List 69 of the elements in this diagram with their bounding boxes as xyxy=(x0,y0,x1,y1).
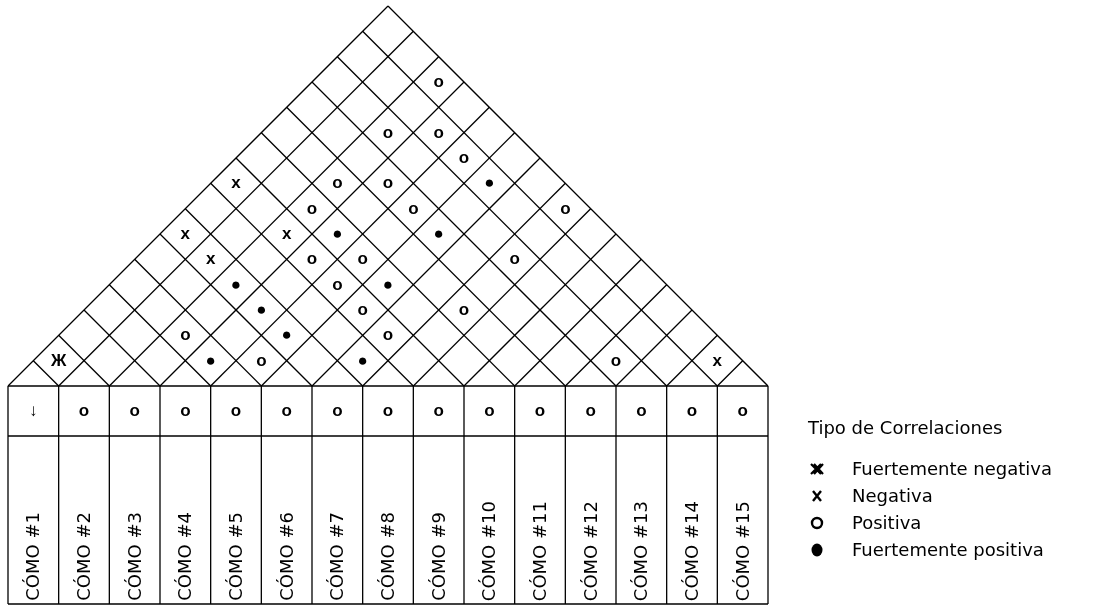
column-mark: o xyxy=(180,402,191,420)
column-mark: o xyxy=(281,402,292,420)
column-mark: o xyxy=(230,402,242,420)
correlation-symbol: x xyxy=(180,225,191,243)
legend-label: Fuertemente negativa xyxy=(852,458,1052,480)
column-header: CÓMO #6 xyxy=(275,512,298,601)
column-mark: o xyxy=(737,402,748,420)
column-header: CÓMO #8 xyxy=(377,512,399,601)
column-header: CÓMO #5 xyxy=(225,512,247,601)
correlation-symbol: o xyxy=(560,199,571,218)
correlation-symbol: ● xyxy=(357,351,368,370)
correlation-symbol: o xyxy=(256,351,267,370)
correlation-symbol: o xyxy=(306,199,318,218)
column-mark: o xyxy=(686,402,698,420)
column-header: CÓMO #1 xyxy=(22,512,45,601)
column-header: CÓMO #12 xyxy=(579,500,602,601)
column-header: CÓMO #15 xyxy=(731,500,754,601)
column-mark: o xyxy=(382,402,394,420)
correlation-symbol: x xyxy=(712,351,723,370)
column-mark: o xyxy=(433,402,444,420)
column-header: CÓMO #10 xyxy=(478,500,501,601)
column-mark: o xyxy=(78,402,90,420)
correlation-symbol: ● xyxy=(281,326,292,345)
correlation-symbol: ● xyxy=(205,351,216,370)
column-header: CÓMO #4 xyxy=(174,512,197,601)
correlation-symbol: Ж xyxy=(50,351,67,370)
column-header: CÓMO #9 xyxy=(427,512,450,601)
correlation-symbol: ● xyxy=(332,225,343,243)
column-header: CÓMO #11 xyxy=(529,500,551,601)
legend-label: Fuertemente positiva xyxy=(852,539,1044,561)
correlation-symbol: o xyxy=(382,174,394,193)
correlation-symbol: x xyxy=(205,250,216,269)
correlation-symbol: x xyxy=(231,174,241,193)
correlation-symbol: o xyxy=(458,301,470,319)
correlation-symbol: o xyxy=(332,174,343,193)
correlation-symbol: o xyxy=(382,123,394,142)
column-mark: o xyxy=(129,402,140,420)
correlation-symbol: x xyxy=(281,225,292,243)
legend-label: Negativa xyxy=(852,485,933,507)
correlation-symbol: o xyxy=(180,326,191,345)
correlation-symbol: o xyxy=(433,73,444,91)
correlation-symbol: o xyxy=(357,250,368,269)
column-mark: o xyxy=(332,402,343,420)
column-header: CÓMO #13 xyxy=(630,500,653,601)
column-header: CÓMO #14 xyxy=(681,500,703,601)
correlation-symbol: o xyxy=(458,149,470,167)
correlation-symbol: o xyxy=(509,250,520,269)
correlation-symbol: ● xyxy=(256,301,267,319)
correlation-symbol: ● xyxy=(484,174,495,193)
column-header: CÓMO #7 xyxy=(326,512,349,601)
correlation-symbol: ● xyxy=(382,275,394,294)
column-header: CÓMO #3 xyxy=(123,512,146,601)
correlation-symbol: o xyxy=(382,326,394,345)
correlation-symbol: o xyxy=(332,275,343,294)
correlation-symbol: o xyxy=(433,123,444,142)
column-mark: o xyxy=(484,402,495,420)
column-header: CÓMO #2 xyxy=(73,512,95,601)
legend-label: Positiva xyxy=(852,512,922,534)
correlation-symbol: o xyxy=(357,301,368,319)
correlation-symbol: ● xyxy=(230,275,242,294)
direction-symbol: ↓ xyxy=(29,402,38,420)
correlation-symbol: o xyxy=(408,199,419,218)
correlation-symbol: ● xyxy=(433,225,444,243)
correlation-symbol: o xyxy=(306,250,318,269)
column-mark: o xyxy=(585,402,596,420)
correlation-symbol: o xyxy=(610,351,622,370)
column-mark: o xyxy=(636,402,647,420)
legend-title: Tipo de Correlaciones xyxy=(808,417,1003,439)
column-mark: o xyxy=(534,402,546,420)
